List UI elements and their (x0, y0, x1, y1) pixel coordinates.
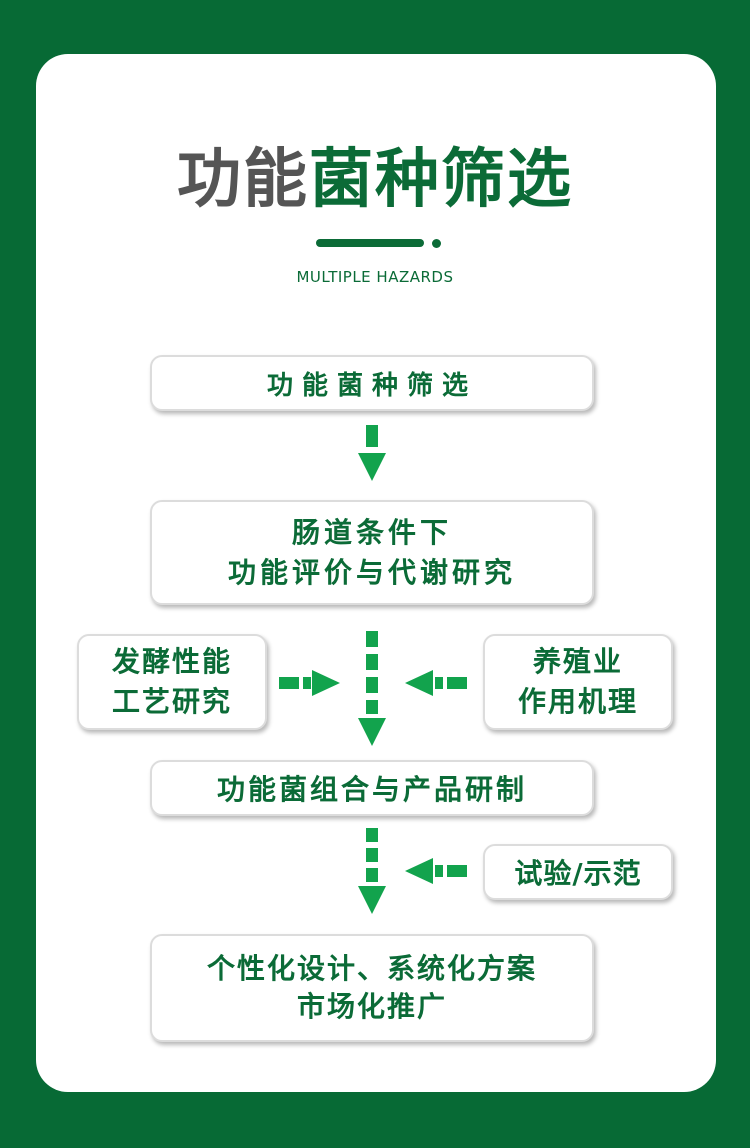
arrow-left-trial (405, 858, 467, 884)
flow-step-screening: 功能菌种筛选 (150, 355, 594, 411)
title-part-green: 菌种筛选 (309, 143, 573, 217)
flow-side-mechanism-line2: 作用机理 (517, 685, 638, 718)
flow-step-evaluation: 肠道条件下 功能评价与代谢研究 (150, 500, 594, 605)
flow-step-evaluation-line2: 功能评价与代谢研究 (227, 555, 516, 589)
title-underline-dot (432, 239, 441, 248)
flow-step-product: 功能菌组合与产品研制 (150, 760, 594, 816)
arrow-down-2 (358, 631, 386, 746)
arrow-down-1 (358, 425, 386, 481)
title-part-gray: 功能 (177, 143, 309, 217)
flow-side-mechanism-line1: 养殖业 (532, 645, 623, 678)
flow-side-fermentation-line1: 发酵性能 (111, 645, 232, 678)
arrow-right-fermentation (279, 670, 340, 696)
flow-step-screening-label: 功能菌种筛选 (266, 370, 477, 401)
flow-side-fermentation-line2: 工艺研究 (111, 685, 232, 718)
title-underline-bar (316, 239, 424, 247)
flow-step-promotion-line1: 个性化设计、系统化方案 (206, 952, 537, 985)
flow-step-promotion-line2: 市场化推广 (296, 990, 447, 1023)
flow-side-mechanism: 养殖业 作用机理 (483, 634, 673, 730)
flow-side-trial: 试验/示范 (483, 844, 673, 900)
page-subtitle: MULTIPLE HAZARDS (296, 268, 454, 286)
flow-side-trial-label: 试验/示范 (514, 857, 642, 890)
page-title: 功能菌种筛选 (0, 140, 750, 220)
arrow-left-mechanism (405, 670, 467, 696)
flow-side-fermentation: 发酵性能 工艺研究 (77, 634, 267, 730)
flow-step-evaluation-line1: 肠道条件下 (291, 515, 452, 549)
flow-step-product-label: 功能菌组合与产品研制 (216, 773, 527, 806)
flow-step-promotion: 个性化设计、系统化方案 市场化推广 (150, 934, 594, 1042)
arrow-down-3 (358, 828, 386, 914)
